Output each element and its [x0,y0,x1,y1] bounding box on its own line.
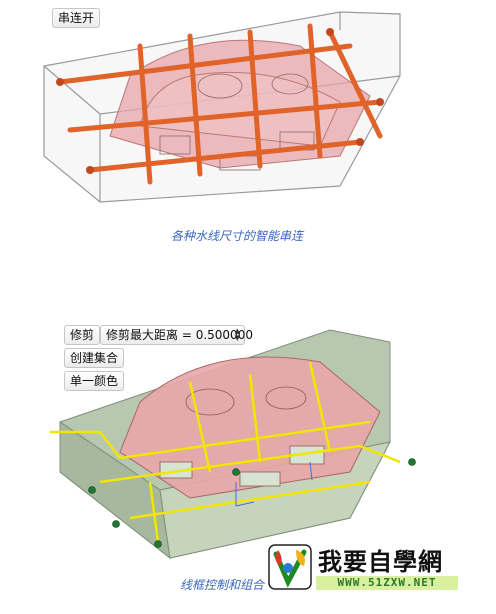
max-distance-label: 修剪最大距离 = [106,328,192,342]
insert-features [159,73,315,171]
create-set-button[interactable]: 创建集合 [64,348,125,368]
insert-features [159,386,325,487]
watermark-url: WWW.51ZXW.NET [316,576,458,590]
spinner-arrows-icon[interactable]: ▲▼ [234,327,240,342]
leaf-logo-icon [268,544,312,590]
watermark-logo-text: 我要自學網 [318,548,443,576]
water-line-tips [56,28,384,174]
mold-water-lines-view [43,11,401,203]
wireframe-lines [50,361,401,543]
trim-button[interactable]: 修剪 [64,325,101,345]
mold-wireframe-view [50,329,416,560]
top-caption: 各种水线尺寸的智能串连 [171,229,304,243]
water-line-pipes [57,23,383,185]
bottom-caption: 线框控制和组合 [180,578,265,592]
single-color-button[interactable]: 单一颜色 [64,371,125,391]
site-watermark: 我要自學網 WWW.51ZXW.NET [266,538,462,594]
water-ports [88,458,416,548]
construction-lines [235,461,313,507]
chain-toggle-button[interactable]: 串连开 [52,8,101,28]
trim-max-distance-field[interactable]: 修剪最大距离 = 0.500000 ▲▼ [100,325,253,345]
max-distance-value: 0.500000 [195,328,253,342]
